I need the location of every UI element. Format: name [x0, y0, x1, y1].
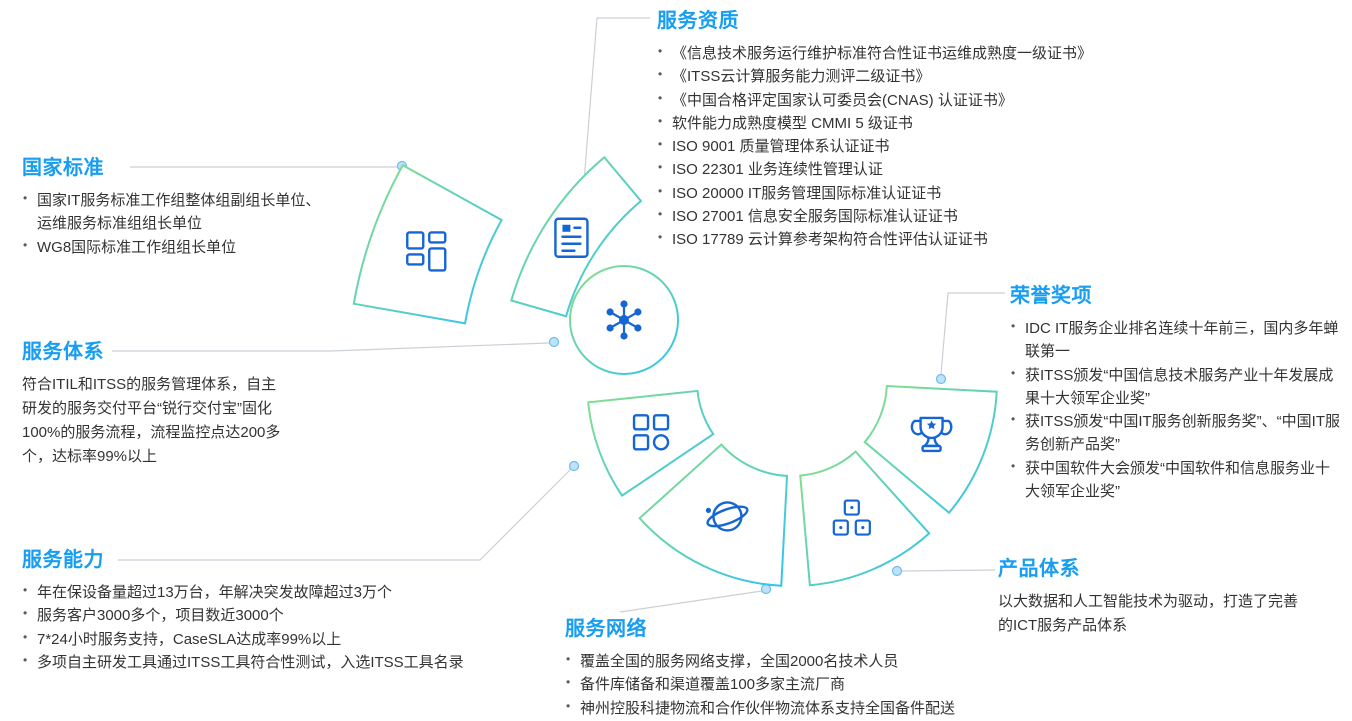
list-item: 神州控股科捷物流和合作伙伴物流体系支持全国备件配送 — [565, 697, 1005, 720]
section-honors-awards: 荣誉奖项 IDC IT服务企业排名连续十年前三，国内多年蝉联第一 获ITSS颁发… — [1010, 279, 1342, 503]
list-item: 备件库储备和渠道覆盖100多家主流厂商 — [565, 673, 1005, 696]
service-qualification-list: 《信息技术服务运行维护标准符合性证书运维成熟度一级证书》 《ITSS云计算服务能… — [657, 42, 1137, 251]
list-item: 7*24小时服务支持，CaseSLA达成率99%以上 — [22, 628, 517, 651]
list-item: 多项自主研发工具通过ITSS工具符合性测试，入选ITSS工具名录 — [22, 651, 517, 674]
list-item: 获中国软件大会颁发“中国软件和信息服务业十大领军企业奖” — [1010, 457, 1342, 504]
list-item: 年在保设备量超过13万台，年解决突发故障超过3万个 — [22, 581, 517, 604]
service-capability-list: 年在保设备量超过13万台，年解决突发故障超过3万个 服务客户3000多个，项目数… — [22, 581, 517, 674]
section-service-system: 服务体系 符合ITIL和ITSS的服务管理体系，自主研发的服务交付平台“锐行交付… — [22, 335, 290, 469]
connector-dot — [548, 336, 560, 348]
section-national-standards: 国家标准 国家IT服务标准工作组整体组副组长单位、运维服务标准组组长单位 WG8… — [22, 151, 322, 259]
list-item: ISO 17789 云计算参考架构符合性评估认证证书 — [657, 228, 1137, 251]
section-product-system: 产品体系 以大数据和人工智能技术为驱动，打造了完善的ICT服务产品体系 — [998, 552, 1298, 638]
section-title: 服务网络 — [565, 618, 647, 640]
list-item: 《信息技术服务运行维护标准符合性证书运维成熟度一级证书》 — [657, 42, 1137, 65]
connector-line — [901, 569, 996, 572]
list-item: 《中国合格评定国家认可委员会(CNAS) 认证证书》 — [657, 89, 1137, 112]
national-standards-list: 国家IT服务标准工作组整体组副组长单位、运维服务标准组组长单位 WG8国际标准工… — [22, 189, 322, 259]
list-item: WG8国际标准工作组组长单位 — [22, 236, 322, 259]
section-title: 服务资质 — [657, 10, 739, 32]
wheel-segment-6 — [863, 384, 998, 515]
list-item: 《ITSS云计算服务能力测评二级证书》 — [657, 65, 1137, 88]
list-item: ISO 27001 信息安全服务国际标准认证证书 — [657, 205, 1137, 228]
list-item: 服务客户3000多个，项目数近3000个 — [22, 604, 517, 627]
wheel-segments-layer — [352, 155, 998, 587]
connector-dot — [891, 565, 903, 577]
list-item: 获ITSS颁发“中国IT服务创新服务奖”、“中国IT服务创新产品奖” — [1010, 410, 1342, 457]
section-service-qualification: 服务资质 《信息技术服务运行维护标准符合性证书运维成熟度一级证书》 《ITSS云… — [657, 4, 1137, 251]
section-title: 国家标准 — [22, 157, 104, 179]
wheel-segment-5 — [799, 450, 931, 587]
section-paragraph: 符合ITIL和ITSS的服务管理体系，自主研发的服务交付平台“锐行交付宝”固化1… — [22, 376, 281, 465]
list-item: 国家IT服务标准工作组整体组副组长单位、运维服务标准组组长单位 — [22, 189, 322, 236]
section-title: 产品体系 — [998, 558, 1080, 580]
list-item: 获ITSS颁发“中国信息技术服务产业十年发展成果十大领军企业奖” — [1010, 364, 1342, 411]
list-item: ISO 9001 质量管理体系认证证书 — [657, 135, 1137, 158]
connector-dot — [760, 583, 772, 595]
connector-dot — [568, 460, 580, 472]
list-item: IDC IT服务企业排名连续十年前三，国内多年蝉联第一 — [1010, 317, 1342, 364]
connector-line — [940, 292, 1005, 375]
list-item: 覆盖全国的服务网络支撑，全国2000名技术人员 — [565, 650, 1005, 673]
honors-list: IDC IT服务企业排名连续十年前三，国内多年蝉联第一 获ITSS颁发“中国信息… — [1010, 317, 1342, 503]
section-service-capability: 服务能力 年在保设备量超过13万台，年解决突发故障超过3万个 服务客户3000多… — [22, 543, 517, 674]
connector-line — [583, 17, 650, 183]
section-paragraph: 以大数据和人工智能技术为驱动，打造了完善的ICT服务产品体系 — [998, 593, 1299, 634]
list-item: 软件能力成熟度模型 CMMI 5 级证书 — [657, 112, 1137, 135]
connector-dot — [935, 373, 947, 385]
service-network-list: 覆盖全国的服务网络支撑，全国2000名技术人员 备件库储备和渠道覆盖100多家主… — [565, 650, 1005, 720]
section-service-network: 服务网络 覆盖全国的服务网络支撑，全国2000名技术人员 备件库储备和渠道覆盖1… — [565, 612, 1005, 720]
list-item: ISO 20000 IT服务管理国际标准认证证书 — [657, 182, 1137, 205]
section-title: 服务能力 — [22, 549, 104, 571]
list-item: ISO 22301 业务连续性管理认证 — [657, 158, 1137, 181]
wheel-segment-1 — [352, 163, 503, 325]
section-title: 荣誉奖项 — [1010, 285, 1092, 307]
section-title: 服务体系 — [22, 341, 104, 363]
wheel-segment-3 — [587, 389, 715, 498]
connector-line — [619, 590, 763, 613]
connector-line — [118, 468, 572, 561]
connector-line — [112, 342, 550, 352]
